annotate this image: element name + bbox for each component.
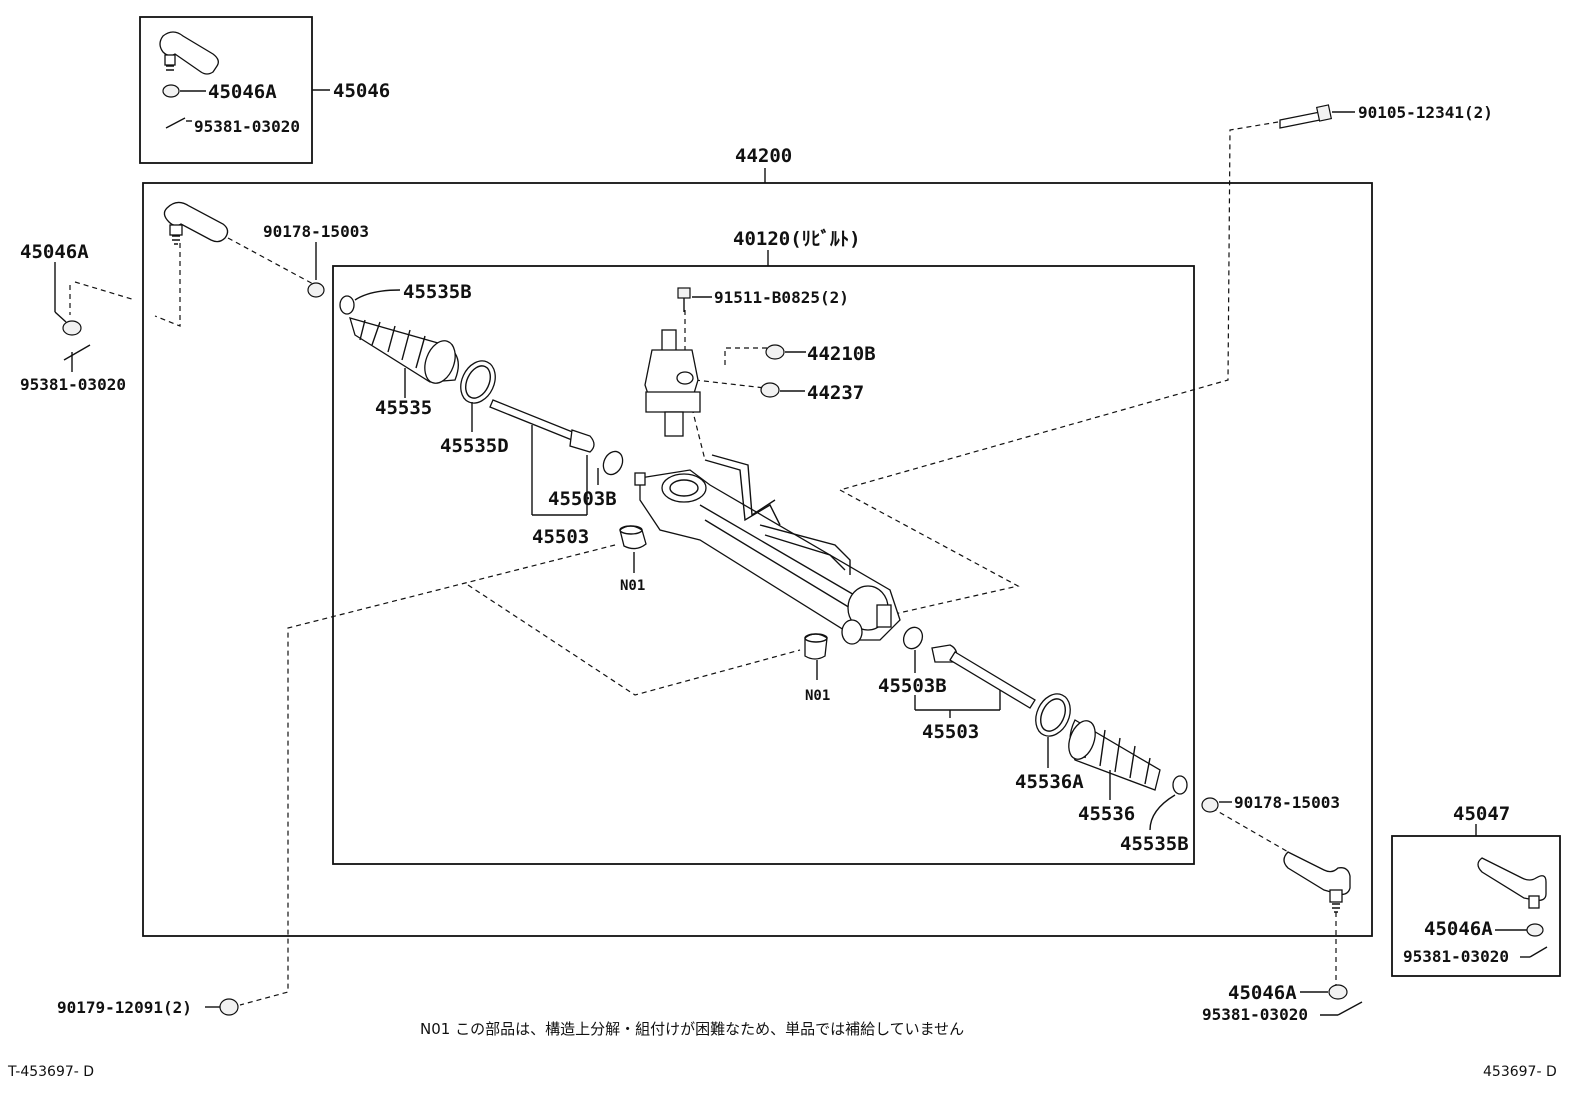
nut-icon — [307, 282, 325, 298]
kit-box-left: 45046 45046A 95381-03020 — [139, 16, 390, 164]
cotter-pin-icon — [1529, 946, 1548, 958]
label-washer-right[interactable]: 45503B — [878, 675, 947, 697]
band-left-icon — [460, 360, 496, 404]
label-boot-right[interactable]: 45536 — [1078, 803, 1135, 825]
part-44237-icon — [760, 382, 780, 398]
rack-boot-right-icon — [1068, 719, 1161, 791]
rack-housing-icon — [634, 454, 901, 645]
cotter-pin-icon — [165, 117, 186, 129]
bolt-icon — [1279, 104, 1333, 129]
label-nut-lower-right[interactable]: 90178-15003 — [1234, 793, 1340, 812]
washer-right-icon — [902, 626, 924, 650]
label-bushing-right[interactable]: N01 — [805, 688, 830, 704]
clip-icon — [339, 295, 355, 315]
label-pin-right-bottom[interactable]: 95381-03020 — [1202, 1005, 1308, 1024]
nut-icon — [1526, 923, 1544, 937]
assembly-box-44200: 44200 — [142, 145, 1373, 937]
label-rod-right[interactable]: 45503 — [922, 721, 979, 743]
nut-icon — [1201, 797, 1219, 813]
nut-icon — [1328, 984, 1348, 1000]
label-bolt-top-right[interactable]: 90105-12341(2) — [1358, 103, 1493, 122]
nut-left-icon — [62, 320, 82, 336]
washer-left-icon — [602, 450, 624, 476]
tie-rod-left-icon — [489, 399, 595, 453]
kit-left-nut[interactable]: 45046A — [208, 81, 277, 103]
leader-dashes — [69, 121, 1337, 1006]
label-pin-left[interactable]: 95381-03020 — [20, 375, 126, 394]
label-bolt-bottom-left[interactable]: 90179-12091(2) — [57, 998, 192, 1017]
kit-left-pin[interactable]: 95381-03020 — [194, 117, 300, 136]
cotter-pin-icon — [63, 344, 91, 361]
label-washer-left[interactable]: 45503B — [548, 488, 617, 510]
footer-right: 453697- D — [1483, 1064, 1557, 1080]
label-clip-upper-left[interactable]: 45535B — [403, 281, 472, 303]
tie-rod-end-right — [1283, 851, 1351, 913]
tie-rod-end-left — [163, 201, 229, 245]
assembly-main-number[interactable]: 44200 — [735, 145, 792, 167]
label-nut-left[interactable]: 45046A — [20, 241, 89, 263]
bushing-left-icon — [619, 525, 647, 550]
label-rod-left[interactable]: 45503 — [532, 526, 589, 548]
label-clip-right[interactable]: 45535B — [1120, 833, 1189, 855]
bushing-right-icon — [804, 633, 828, 660]
kit-right-number[interactable]: 45047 — [1453, 803, 1510, 825]
part-44210b-icon — [765, 344, 785, 360]
assembly-rebuilt-number[interactable]: 40120(ﾘﾋﾞﾙﾄ) — [733, 227, 861, 250]
label-bushing-left[interactable]: N01 — [620, 578, 645, 594]
tie-rod-right-icon — [931, 644, 1036, 709]
label-band-right[interactable]: 45536A — [1015, 771, 1084, 793]
label-boot-left[interactable]: 45535 — [375, 397, 432, 419]
nut-icon — [162, 84, 180, 98]
kit-left-number[interactable]: 45046 — [333, 80, 390, 102]
cotter-pin-icon — [1337, 1001, 1363, 1016]
label-bolt-valve[interactable]: 91511-B0825(2) — [714, 288, 849, 307]
bolt-valve-icon — [677, 287, 691, 312]
kit-right-nut[interactable]: 45046A — [1424, 918, 1493, 940]
label-nut-right-bottom[interactable]: 45046A — [1228, 982, 1297, 1004]
label-44237[interactable]: 44237 — [807, 382, 864, 404]
label-44210b[interactable]: 44210B — [807, 343, 876, 365]
rack-boot-left-icon — [349, 317, 459, 384]
label-band-left[interactable]: 45535D — [440, 435, 509, 457]
clip-icon — [1172, 775, 1188, 795]
tie-rod-end-icon — [159, 31, 219, 75]
footer-left: T-453697- D — [7, 1064, 94, 1080]
band-right-icon — [1035, 693, 1071, 737]
control-valve-housing-icon — [644, 329, 701, 437]
tie-rod-end-icon — [1477, 857, 1547, 909]
kit-right-pin[interactable]: 95381-03020 — [1403, 947, 1509, 966]
label-nut-upper-left[interactable]: 90178-15003 — [263, 222, 369, 241]
note-text: N01 この部品は、構造上分解・組付けが困難なため、単品では補給していません — [420, 1020, 964, 1038]
kit-box-right: 45047 45046A 95381-03020 — [1391, 803, 1561, 977]
nut-icon — [219, 998, 239, 1016]
assembly-box-40120: 40120(ﾘﾋﾞﾙﾄ) — [332, 227, 1195, 865]
